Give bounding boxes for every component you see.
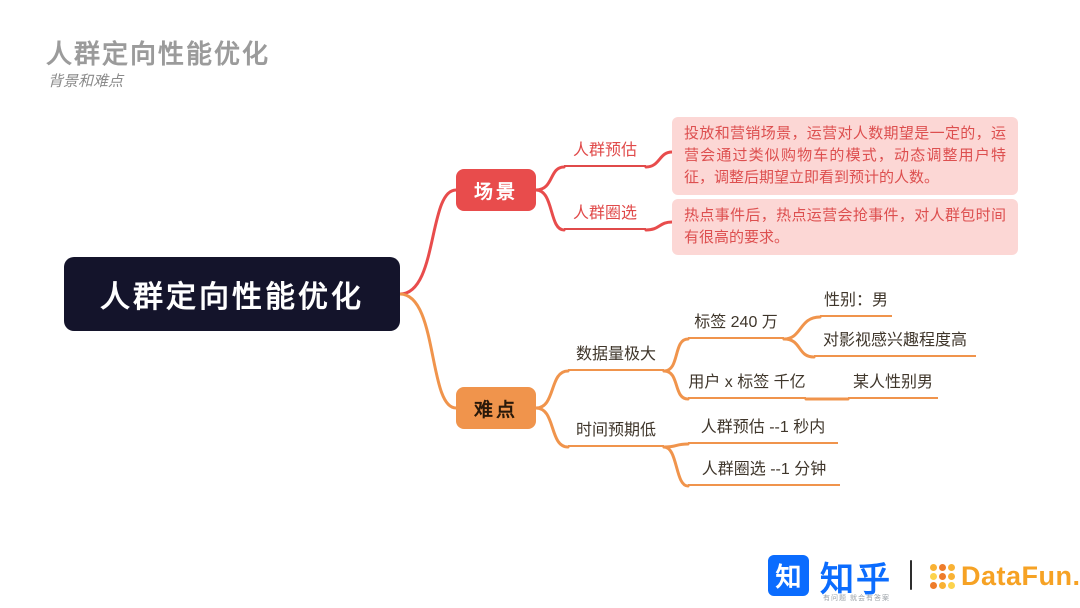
data-volume-node: 数据量极大 <box>568 345 664 371</box>
datafun-brand: DataFun. <box>930 561 1080 592</box>
user-tag-count-node: 用户 x 标签 千亿 <box>688 373 806 399</box>
latency-selection-node: 人群圈选 --1 分钟 <box>688 460 840 486</box>
datafun-wordmark: DataFun. <box>961 561 1080 591</box>
zhihu-slogan: 有问题 就会有答案 <box>823 595 890 602</box>
audience-estimate-note-card: 投放和营销场景，运营对人数期望是一定的，运营会通过类似购物车的模式，动态调整用户… <box>672 117 1018 195</box>
latency-node: 时间预期低 <box>568 421 664 447</box>
slide-subtitle: 背景和难点 <box>48 72 124 90</box>
slide-title: 人群定向性能优化 <box>46 39 271 69</box>
difficulty-branch-node: 难点 <box>456 387 536 429</box>
audience-selection-node: 人群圈选 <box>564 204 646 230</box>
user-tag-example-node: 某人性别男 <box>848 373 938 399</box>
zhihu-wordmark: 知乎 <box>820 561 892 599</box>
zhihu-logo-icon: 知 <box>768 555 809 596</box>
audience-selection-note-card: 热点事件后，热点运营会抢事件，对人群包时间有很高的要求。 <box>672 199 1018 255</box>
brand-divider <box>910 560 912 590</box>
audience-estimate-node: 人群预估 <box>564 141 646 167</box>
root-node: 人群定向性能优化 <box>64 257 400 331</box>
tag-example-movie-node: 对影视感兴趣程度高 <box>814 331 976 357</box>
datafun-mark-icon <box>930 564 955 589</box>
tag-count-node: 标签 240 万 <box>688 313 784 339</box>
tag-example-gender-node: 性别：男 <box>820 291 892 317</box>
latency-estimate-node: 人群预估 --1 秒内 <box>688 418 838 444</box>
scene-branch-node: 场景 <box>456 169 536 211</box>
